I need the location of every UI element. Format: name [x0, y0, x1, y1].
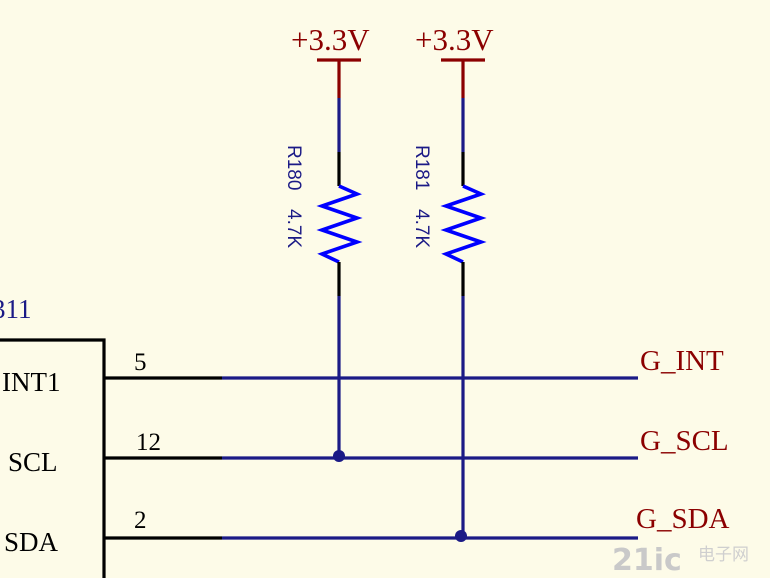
junction-scl	[333, 450, 345, 462]
watermark-sub: 电子网	[698, 545, 749, 565]
resistor-ref-r180: R180	[283, 145, 304, 190]
net-label-g-scl: G_SCL	[640, 425, 729, 457]
net-label-g-sda: G_SDA	[636, 503, 730, 535]
net-g-int: 5 G_INT	[104, 345, 724, 380]
pin-name-sda: SDA	[4, 527, 59, 557]
resistor-r180: R180 4.7K	[283, 98, 363, 456]
power-symbol-1: +3.3V	[291, 22, 370, 98]
component-outline	[0, 338, 106, 578]
watermark-main: 21ic	[612, 543, 682, 578]
pin-name-scl: SCL	[8, 447, 58, 477]
watermark-logo: 21ic 电子网	[612, 543, 749, 578]
resistor-r181: R181 4.7K	[411, 98, 487, 536]
pin-number-5: 5	[134, 349, 147, 376]
power-label-2: +3.3V	[415, 22, 494, 57]
net-g-scl: 12 G_SCL	[104, 425, 729, 462]
pin-name-int1: INT1	[2, 367, 60, 397]
resistor-ref-r181: R181	[411, 145, 432, 190]
power-label-1: +3.3V	[291, 22, 370, 57]
component-body: 311 INT1 SCL SDA	[0, 294, 106, 578]
component-ref: 311	[0, 294, 32, 324]
power-symbol-2: +3.3V	[415, 22, 494, 98]
junction-sda	[455, 530, 467, 542]
resistor-zigzag-r180	[316, 184, 363, 264]
resistor-zigzag-r181	[440, 184, 487, 264]
net-label-g-int: G_INT	[640, 345, 724, 377]
resistor-value-r181: 4.7K	[411, 209, 432, 248]
pin-number-2: 2	[134, 507, 147, 534]
pin-number-12: 12	[136, 429, 161, 456]
resistor-value-r180: 4.7K	[283, 209, 304, 248]
net-g-sda: 2 G_SDA	[104, 503, 730, 542]
